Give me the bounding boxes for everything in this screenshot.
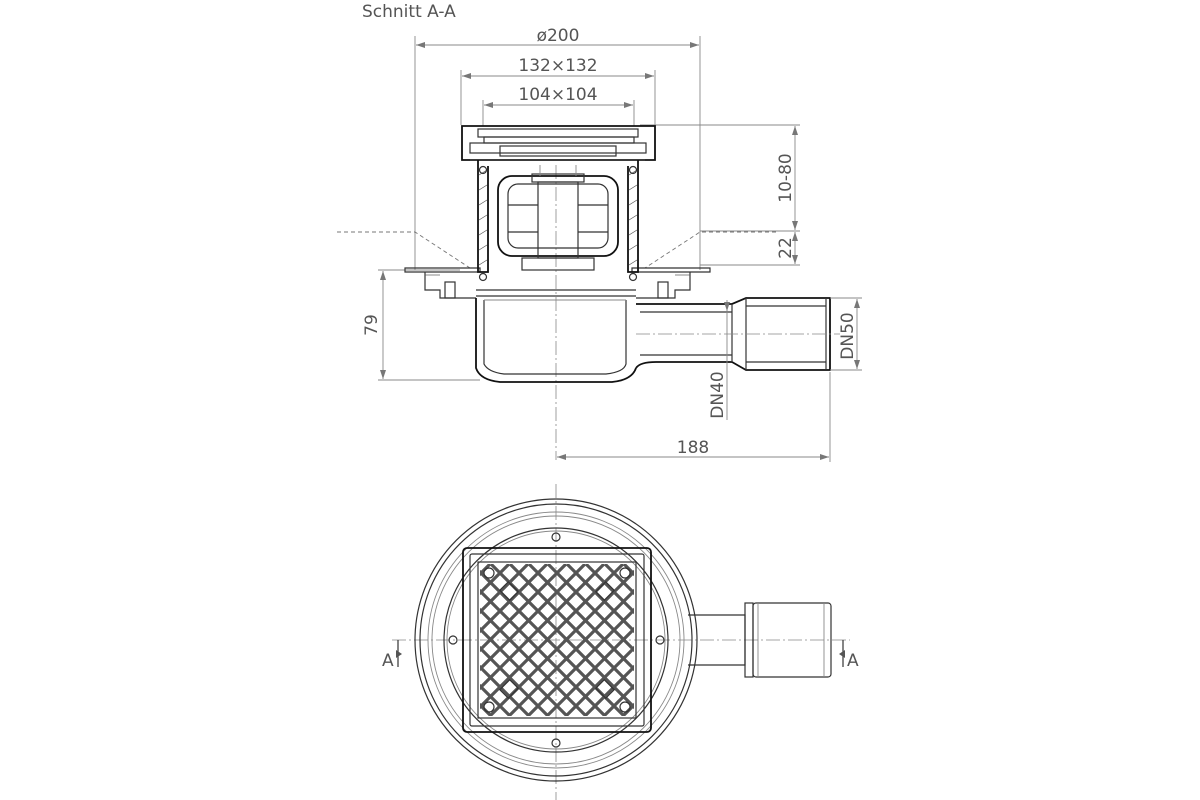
top-outlet — [688, 602, 832, 678]
outlet-pipe — [635, 297, 840, 371]
grate-bar — [300, 564, 452, 716]
grate-section — [461, 125, 656, 161]
grate-bar — [480, 564, 511, 596]
grate-bar — [480, 664, 531, 716]
grate-bar — [508, 564, 634, 691]
grate-bar — [480, 645, 550, 716]
section-marker-left: A — [382, 640, 402, 671]
dimension-dn50: DN50 — [830, 297, 862, 371]
grate-bar — [205, 564, 357, 716]
grate-bar — [243, 564, 395, 716]
odour-trap — [497, 165, 619, 271]
grate-bar — [565, 564, 634, 634]
grate-bar — [546, 564, 634, 653]
dimension-grate: 104×104 — [482, 85, 635, 126]
grate-bar — [480, 683, 512, 716]
dim-label-frame: 132×132 — [518, 56, 597, 76]
dimension-outlet-length: 188 — [557, 372, 831, 462]
dimension-dn40: DN40 — [708, 300, 730, 420]
grate-bar — [584, 564, 634, 615]
grate-bar — [480, 564, 587, 672]
dimension-body-height: 79 — [362, 269, 480, 381]
dim-label-height-adjust: 10-80 — [776, 153, 796, 202]
grate-bar — [564, 645, 634, 716]
grate-bar — [480, 564, 549, 634]
section-title: Schnitt A-A — [362, 2, 456, 22]
dim-label-dn50: DN50 — [838, 312, 858, 359]
dim-label-diameter: ø200 — [537, 26, 580, 46]
riser-body — [477, 160, 639, 282]
grate-bar — [167, 564, 319, 716]
grate-bar — [480, 564, 606, 691]
dimension-height: 10-80 22 — [640, 124, 800, 266]
section-label-left: A — [382, 651, 394, 671]
grate-bar — [224, 564, 376, 716]
grate-bar — [583, 664, 634, 716]
dim-label-outlet-length: 188 — [677, 438, 709, 458]
grate-bar — [480, 564, 530, 615]
grate-bar — [602, 683, 634, 716]
grate-bar — [603, 564, 634, 596]
dim-label-dn40: DN40 — [708, 371, 728, 418]
top-grate-frame — [462, 547, 652, 733]
dim-label-grate: 104×104 — [518, 85, 597, 105]
dim-label-body-height: 79 — [362, 314, 382, 336]
section-label-right: A — [847, 651, 859, 671]
grate-pattern — [167, 564, 634, 716]
dim-label-tile-depth: 22 — [776, 237, 796, 259]
section-marker-right: A — [839, 640, 859, 671]
grate-bar — [186, 564, 338, 716]
top-view: A A — [167, 484, 859, 800]
drain-body — [475, 289, 637, 383]
grate-bar — [480, 564, 568, 653]
grate-bar — [262, 564, 414, 716]
dimension-frame: 132×132 — [460, 56, 656, 125]
section-view: ø200 132×132 104×104 10-80 22 — [337, 26, 862, 462]
grate-bar — [527, 564, 634, 672]
